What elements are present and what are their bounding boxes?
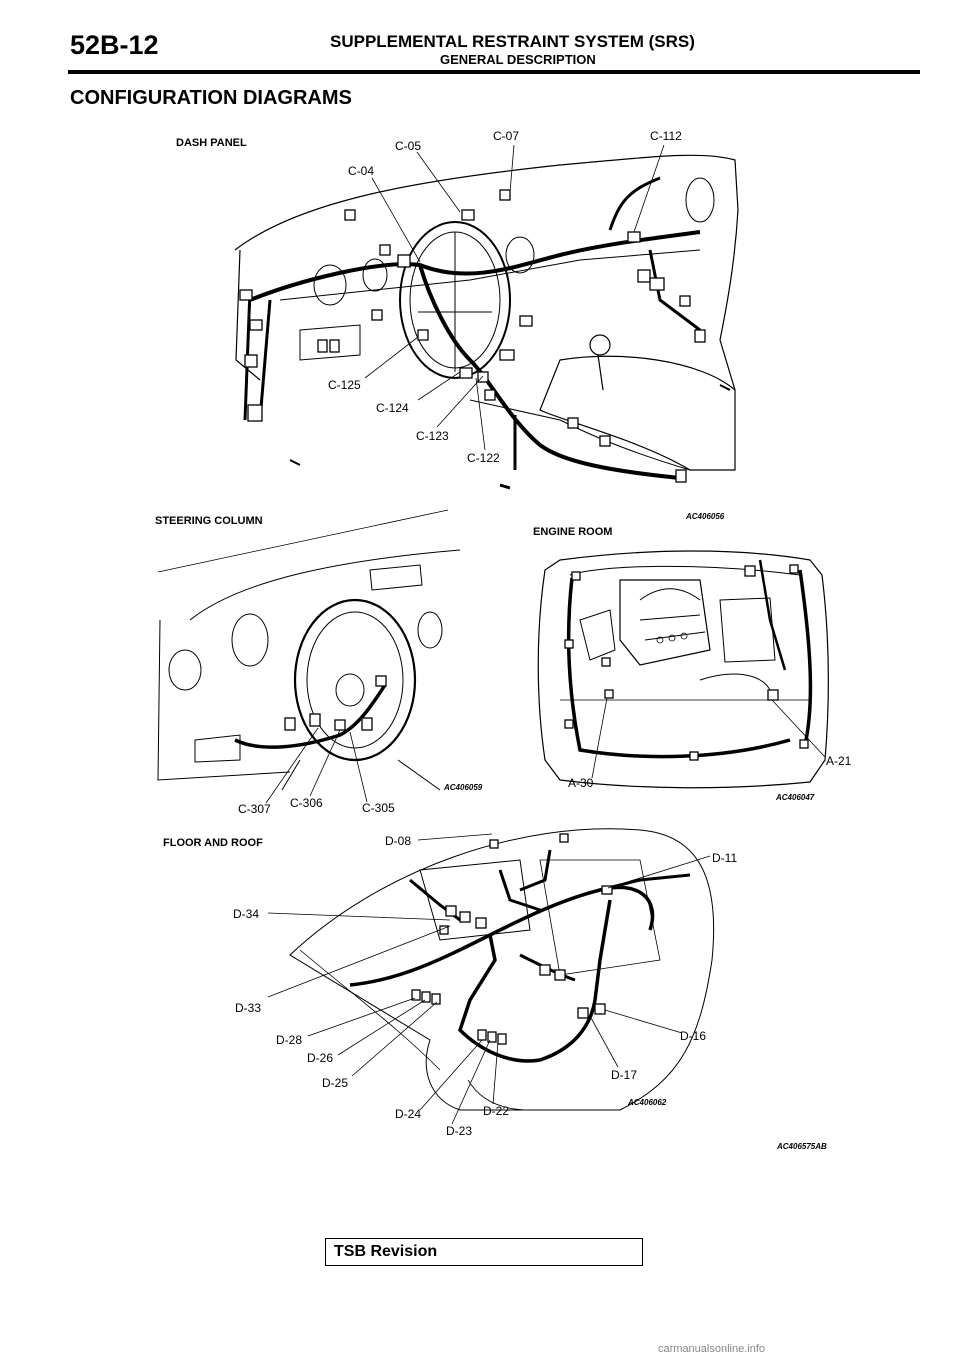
label-a-30: A-30 [568,776,594,790]
label-c-07: C-07 [493,129,519,143]
label-d-16: D-16 [680,1029,706,1043]
floor-and-roof-caption: FLOOR AND ROOF [163,837,263,849]
steering-column-code: AC406059 [443,783,483,792]
label-d-08: D-08 [385,834,411,848]
label-d-28: D-28 [276,1033,302,1047]
label-d-23: D-23 [446,1124,472,1138]
dash-panel-caption: DASH PANEL [176,137,247,149]
dash-panel-diagram [234,144,739,490]
engine-room-diagram [537,550,830,789]
page-code: 52B-12 [70,30,159,60]
label-c-05: C-05 [395,139,421,153]
label-d-22: D-22 [483,1104,509,1118]
label-c-307: C-307 [238,802,271,816]
label-c-305: C-305 [362,801,395,815]
label-d-26: D-26 [307,1051,333,1065]
label-c-123: C-123 [416,429,449,443]
label-c-04: C-04 [348,164,374,178]
label-d-11: D-11 [712,851,737,865]
label-c-124: C-124 [376,401,409,415]
watermark: carmanualsonline.info [658,1343,766,1355]
engine-room-caption: ENGINE ROOM [533,526,612,538]
label-d-33: D-33 [235,1001,261,1015]
label-c-122: C-122 [467,451,500,465]
label-d-24: D-24 [395,1107,421,1121]
engine-room-code: AC406047 [775,793,815,802]
label-c-306: C-306 [290,796,323,810]
document-title: SUPPLEMENTAL RESTRAINT SYSTEM (SRS) [330,32,695,51]
dash-panel-code: AC406056 [685,512,725,521]
header-rule [68,70,920,74]
label-c-125: C-125 [328,378,361,392]
tsb-revision-label: TSB Revision [334,1243,438,1260]
steering-column-diagram [157,509,461,804]
label-a-21: A-21 [826,754,852,768]
document-subtitle: GENERAL DESCRIPTION [440,52,596,67]
label-d-17: D-17 [611,1068,637,1082]
label-c-112: C-112 [650,129,682,143]
steering-column-caption: STEERING COLUMN [155,515,263,527]
label-d-25: D-25 [322,1076,348,1090]
section-title: CONFIGURATION DIAGRAMS [70,87,352,109]
figure-code: AC406575AB [776,1142,827,1151]
tsb-revision-box: TSB Revision [325,1238,643,1266]
floor-and-roof-diagram [267,828,715,1125]
label-d-34: D-34 [233,907,259,921]
floor-and-roof-code: AC406062 [627,1098,667,1107]
